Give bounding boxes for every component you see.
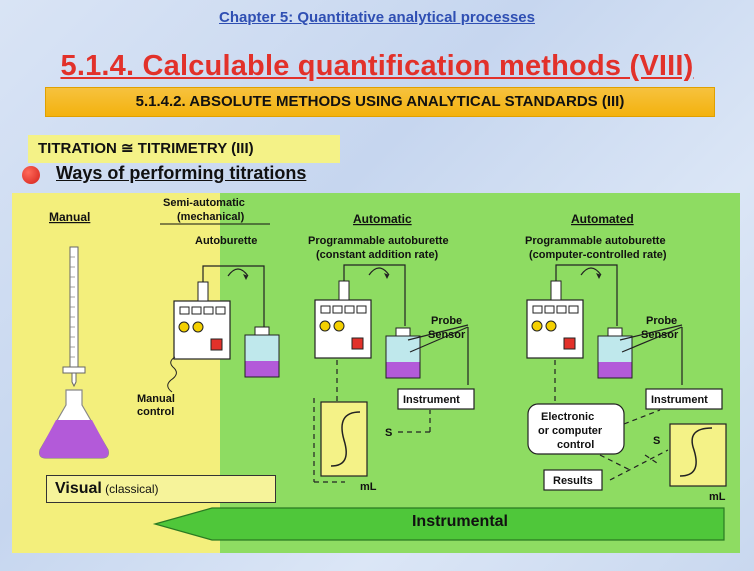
flask-icon	[39, 389, 109, 459]
autoburette-device	[167, 265, 280, 393]
instrumental-label: Instrumental	[411, 513, 508, 530]
instrument-label-2: Instrument	[651, 394, 708, 406]
automated-desc-2: (computer-controlled rate)	[529, 249, 667, 261]
s-label: S	[385, 427, 392, 439]
ml-label-2: mL	[709, 491, 726, 503]
ml-label: mL	[360, 481, 377, 493]
instrumental-arrow	[152, 507, 725, 541]
sensor-label: Sensor	[428, 329, 466, 341]
manual-control-label-1: Manual	[137, 393, 175, 405]
manual-heading: Manual	[49, 210, 90, 224]
visual-box: Visual (classical)	[46, 475, 276, 503]
visual-sub-label: (classical)	[101, 482, 159, 496]
automatic-autoburette	[313, 264, 475, 483]
s-label-2: S	[653, 435, 660, 447]
probe-label: Probe	[431, 315, 462, 327]
automatic-heading: Automatic	[353, 212, 412, 226]
electronic-label-3: control	[557, 439, 594, 451]
manual-control-label-2: control	[137, 406, 174, 418]
automated-heading: Automated	[571, 212, 634, 226]
instrument-label: Instrument	[403, 394, 460, 406]
page-title: 5.1.4. Calculable quantification methods…	[60, 50, 694, 82]
automated-autoburette	[526, 264, 727, 491]
titration-heading: TITRATION ≅ TITRIMETRY (III)	[28, 135, 340, 163]
semi-auto-sub: (mechanical)	[177, 211, 245, 223]
ways-heading: Ways of performing titrations	[56, 163, 307, 183]
sensor-label-2: Sensor	[641, 329, 679, 341]
section-subtitle: 5.1.4.2. ABSOLUTE METHODS USING ANALYTIC…	[45, 87, 715, 117]
semi-auto-heading: Semi-automatic	[163, 197, 245, 209]
results-label: Results	[553, 475, 593, 487]
burette-icon	[62, 246, 86, 388]
automatic-desc-2: (constant addition rate)	[316, 249, 439, 261]
instrumental-zone	[220, 193, 740, 553]
bullet-icon	[22, 166, 40, 184]
chapter-heading: Chapter 5: Quantitative analytical proce…	[219, 9, 535, 26]
automated-desc-1: Programmable autoburette	[525, 235, 666, 247]
electronic-label-1: Electronic	[541, 411, 594, 423]
electronic-label-2: or computer	[538, 425, 603, 437]
visual-label: Visual	[55, 480, 102, 497]
autoburette-label: Autoburette	[195, 235, 257, 247]
probe-label-2: Probe	[646, 315, 677, 327]
automatic-desc-1: Programmable autoburette	[308, 235, 449, 247]
